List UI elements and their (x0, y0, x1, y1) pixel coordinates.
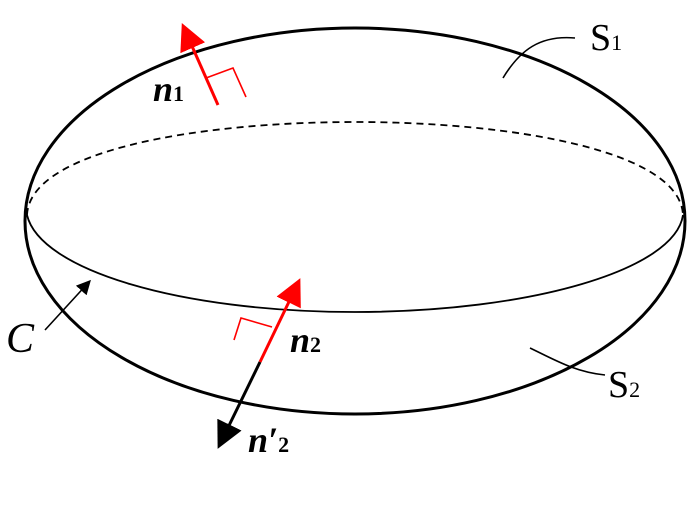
ellipsoid-outline (23, 26, 687, 416)
boundary-curve-front (26, 214, 684, 313)
label-n1: n1 (153, 69, 184, 109)
n1-right-angle-mark (205, 66, 247, 98)
n2-right-angle-mark (233, 317, 273, 341)
label-n2prime: n′2 (248, 420, 289, 460)
s2-leader-line (529, 347, 606, 376)
label-n2: n2 (290, 320, 321, 360)
normal-n2-arrow (258, 278, 301, 363)
normal-n2prime-arrow (217, 361, 262, 449)
boundary-curve-back-dashed (26, 121, 684, 216)
label-s2: S2 (608, 364, 640, 406)
label-c: C (6, 316, 35, 362)
normal-n1-arrow (180, 23, 220, 106)
label-s1: S1 (590, 17, 622, 59)
c-pointer-arrow (44, 279, 91, 331)
s1-leader-line (502, 36, 576, 79)
